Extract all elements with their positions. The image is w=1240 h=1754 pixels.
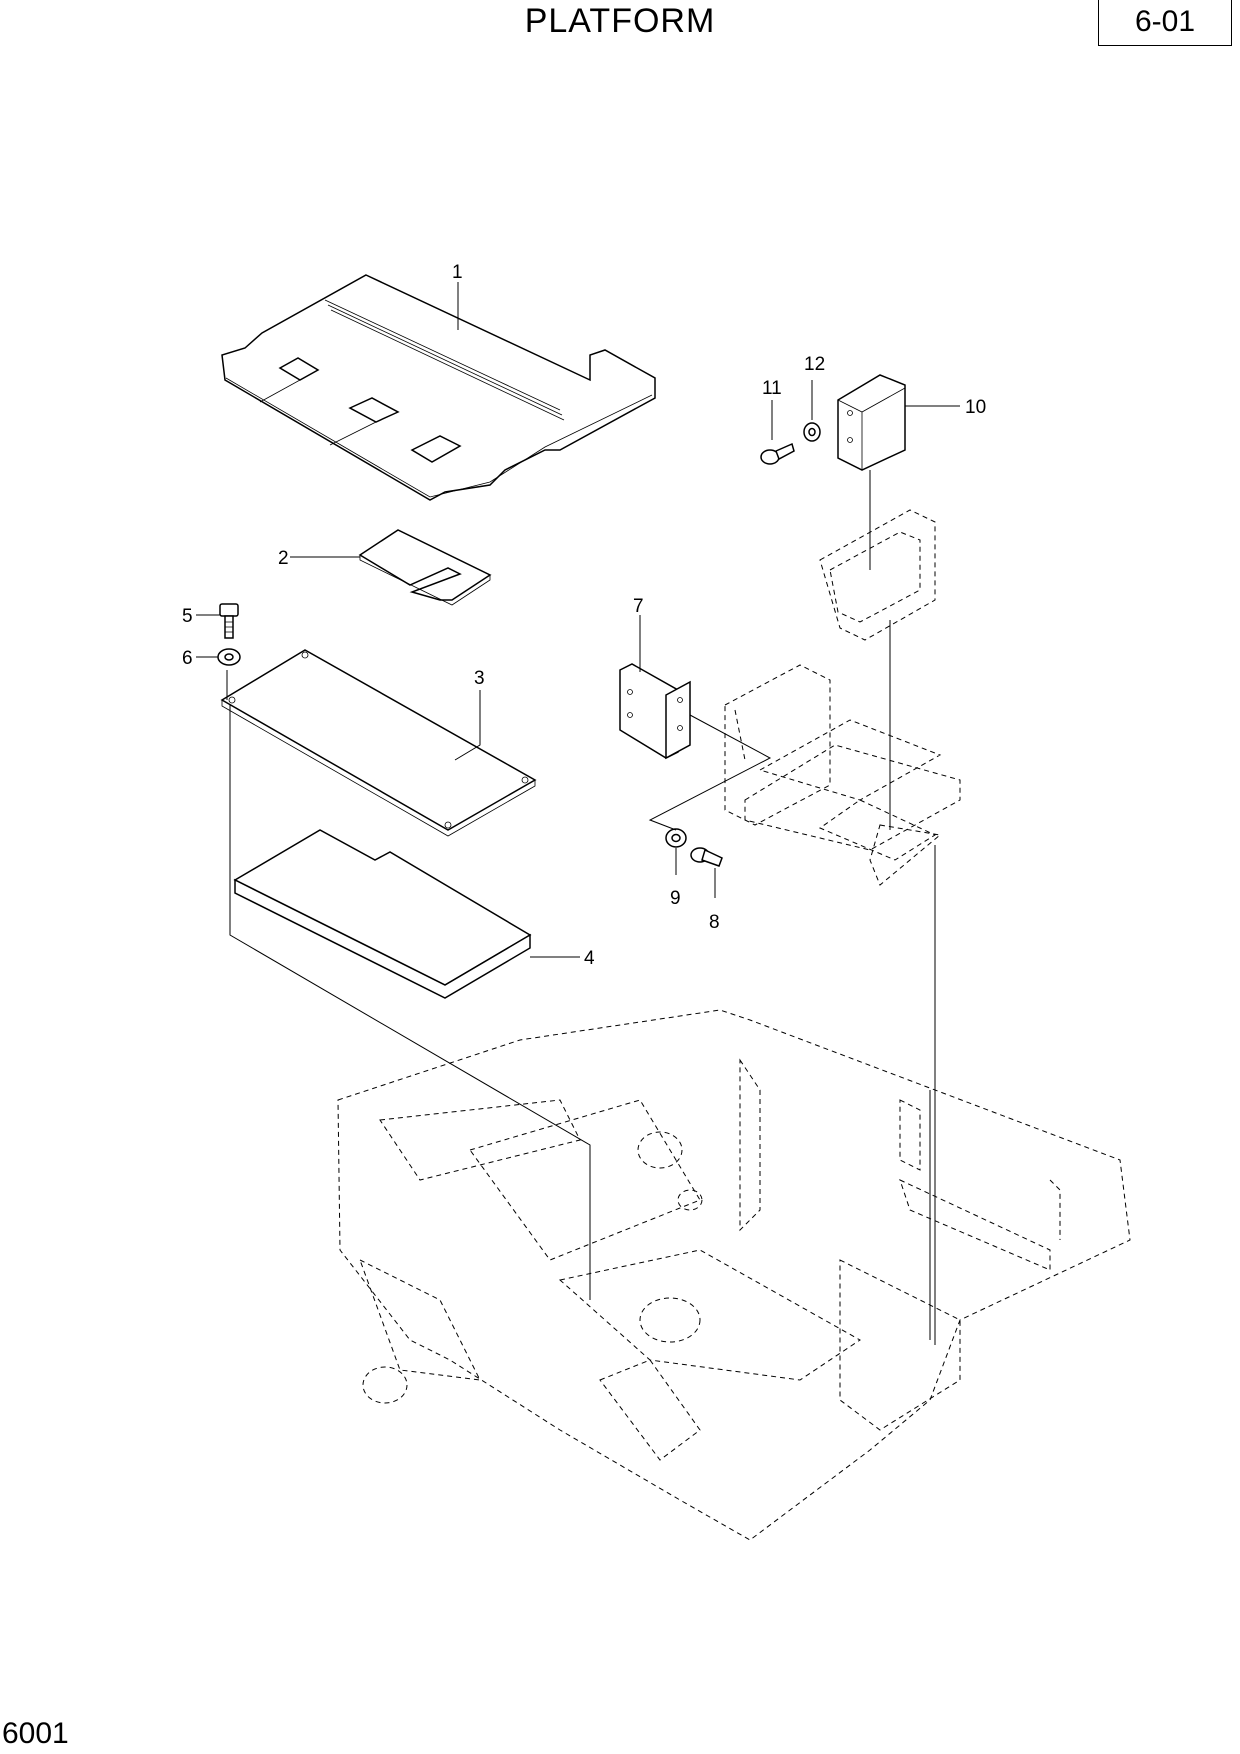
callout-10: 10 [965,397,986,418]
page-title: PLATFORM [524,2,716,40]
callout-2: 2 [278,548,289,569]
callout-9: 9 [670,888,681,909]
main-frame-reference [337,1009,1131,1541]
callout-8: 8 [709,912,720,933]
part-5-bolt [219,603,239,639]
callout-1: 1 [452,262,463,283]
callout-12: 12 [804,354,825,375]
callout-6: 6 [182,648,193,669]
part-10-box [837,374,906,471]
page-number-box: 6-01 [1098,0,1232,46]
diagram-code: 6001 [2,1717,69,1750]
part-3-cover-plate [220,649,537,837]
part-11-bolt [760,442,795,465]
part-4-block [233,829,532,999]
leader-lines [196,282,960,1345]
part-8-bolt [690,847,723,867]
callout-7: 7 [633,596,644,617]
part-12-washer [803,422,821,442]
callout-3: 3 [474,668,485,689]
callout-4: 4 [584,948,595,969]
part-9-washer [665,828,687,848]
callout-5: 5 [182,606,193,627]
part-6-washer [217,648,241,666]
part-7-bracket [619,663,691,760]
upper-frame-reference [724,509,961,886]
callout-11: 11 [762,378,782,399]
part-2-mat [358,529,492,606]
part-1-floor-plate [221,274,656,501]
callout-labels: 1 2 3 4 5 6 7 8 9 10 11 12 [182,262,986,969]
